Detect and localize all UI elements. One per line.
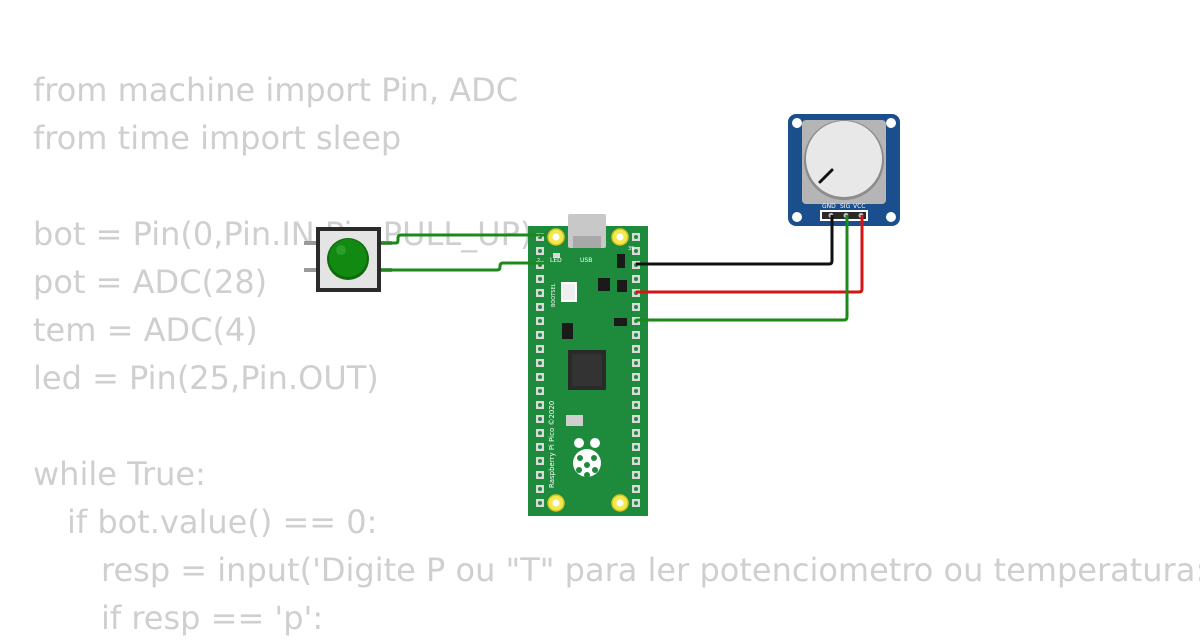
code-line: if bot.value() == 0: — [67, 503, 378, 541]
wire-vcc-red — [636, 215, 864, 294]
pico-pin-hole — [634, 403, 638, 407]
pico-usb-label: USB — [580, 257, 592, 264]
pico-pin-hole — [538, 459, 542, 463]
pico-pin-hole — [538, 473, 542, 477]
pot-vcc-label: VCC — [853, 203, 865, 210]
code-line: from time import sleep — [33, 119, 402, 157]
raspberry-pi-pico[interactable]: LED USB 1 2 39 BOOTSEL Raspberry Pi Pico… — [528, 214, 648, 516]
wire-button-to-gnd — [381, 261, 545, 272]
pico-pin-hole — [538, 403, 542, 407]
pico-pin-hole — [538, 333, 542, 337]
pico-pin-hole — [538, 291, 542, 295]
wire-button-to-gp0 — [381, 233, 545, 245]
pico-pin-hole — [634, 347, 638, 351]
pico-pin-hole — [634, 235, 638, 239]
pico-pin-hole — [538, 487, 542, 491]
pico-pin-hole — [634, 473, 638, 477]
pico-pin-39-label: 39 — [628, 246, 634, 252]
wire-gnd-black — [636, 215, 834, 266]
code-listing: from machine import Pin, ADC from time im… — [33, 66, 1200, 642]
pico-pin-hole — [538, 277, 542, 281]
pushbutton[interactable] — [304, 227, 392, 292]
pico-pin-hole — [538, 305, 542, 309]
pico-bootsel-label: BOOTSEL — [551, 283, 557, 307]
pico-pin-hole — [538, 417, 542, 421]
code-line: tem = ADC(4) — [33, 311, 258, 349]
pico-pin-2-label: 2 — [537, 258, 540, 264]
pico-pin-hole — [634, 249, 638, 253]
wires — [381, 215, 864, 322]
potentiometer-module[interactable]: GND SIG VCC — [788, 114, 900, 226]
pico-pin-hole — [634, 445, 638, 449]
pico-pin-hole — [634, 417, 638, 421]
code-line: pot = ADC(28) — [33, 263, 268, 301]
pico-pin-hole — [634, 375, 638, 379]
pico-pin-hole — [538, 347, 542, 351]
code-line: from machine import Pin, ADC — [33, 71, 519, 109]
pico-pin-hole — [634, 277, 638, 281]
pico-pin-hole — [634, 459, 638, 463]
pico-pin-hole — [538, 319, 542, 323]
pico-pin-hole — [634, 333, 638, 337]
code-line: while True: — [33, 455, 206, 493]
pico-pin-hole — [538, 501, 542, 505]
wire-sig-green — [636, 215, 849, 322]
pico-pin-hole — [538, 389, 542, 393]
pico-pin-hole — [634, 305, 638, 309]
pico-pin-hole — [634, 389, 638, 393]
pico-pin-hole — [634, 501, 638, 505]
pot-gnd-label: GND — [822, 203, 836, 210]
raspberry-logo-icon — [573, 438, 601, 478]
pico-pin-hole — [538, 375, 542, 379]
pico-board-text: Raspberry Pi Pico ©2020 — [548, 401, 556, 488]
pico-pin-hole — [634, 431, 638, 435]
pot-sig-label: SIG — [840, 203, 851, 210]
pico-pin-hole — [538, 249, 542, 253]
pico-pin-hole — [538, 361, 542, 365]
pico-pin-hole — [538, 445, 542, 449]
code-line: led = Pin(25,Pin.OUT) — [33, 359, 379, 397]
pico-pin-hole — [634, 487, 638, 491]
pico-pin-hole — [538, 431, 542, 435]
code-line: resp = input('Digite P ou "T" para ler p… — [101, 551, 1200, 589]
pico-led-label: LED — [550, 257, 562, 264]
potentiometer-knob-indicator — [818, 168, 834, 184]
pico-pin-hole — [634, 361, 638, 365]
